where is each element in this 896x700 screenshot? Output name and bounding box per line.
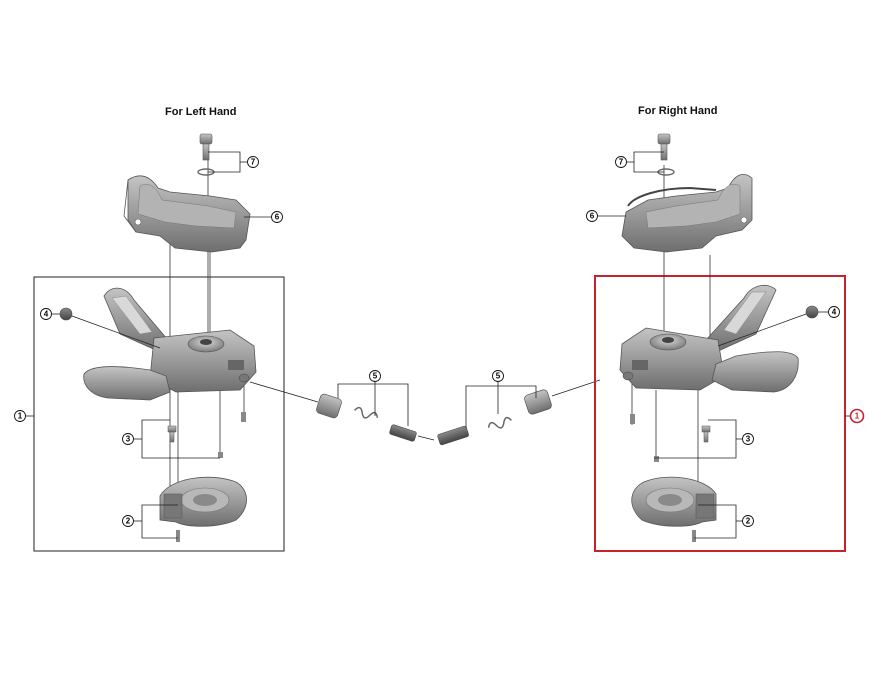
right-callout-lines (598, 151, 851, 539)
right-hand-assembly: 7 6 4 1 3 2 (586, 133, 865, 552)
left-shifter-body (83, 287, 257, 401)
left-screws-3 (167, 412, 246, 458)
svg-text:4: 4 (44, 310, 49, 319)
callout-7-right: 7 (615, 156, 627, 168)
left-screw-4 (59, 307, 161, 349)
right-mount-bolt (657, 133, 675, 176)
callout-5-right: 5 (492, 370, 504, 382)
svg-text:3: 3 (126, 435, 131, 444)
svg-text:7: 7 (619, 158, 624, 167)
svg-text:5: 5 (373, 372, 378, 381)
left-adjuster-barrel (316, 393, 417, 442)
callout-7-left: 7 (247, 156, 259, 168)
left-mount-bolt (197, 133, 215, 176)
svg-text:2: 2 (126, 517, 131, 526)
right-screw-4 (717, 305, 819, 347)
right-guide-lines (631, 165, 711, 500)
left-hand-assembly: 7 6 4 1 3 2 (14, 133, 285, 552)
svg-text:4: 4 (832, 308, 837, 317)
right-top-cover (621, 174, 753, 253)
callout-3-right: 3 (742, 433, 754, 445)
callout-5-left: 5 (369, 370, 381, 382)
svg-text:7: 7 (251, 158, 256, 167)
svg-text:2: 2 (746, 517, 751, 526)
callout-2-left: 2 (122, 515, 134, 527)
svg-text:6: 6 (590, 212, 595, 221)
left-callout-lines (26, 151, 271, 539)
left-top-cover (123, 175, 251, 253)
callout-1-right-highlighted[interactable]: 1 (849, 408, 865, 424)
right-screws-3 (630, 414, 711, 462)
right-shifter-body (619, 284, 799, 393)
right-assembly-frame-highlighted (594, 275, 846, 552)
callout-6-left: 6 (271, 211, 283, 223)
svg-text:1: 1 (855, 412, 860, 421)
right-bottom-cover (631, 476, 717, 542)
center-adjusters: 5 5 (249, 370, 601, 446)
left-bottom-cover (159, 476, 247, 542)
svg-text:1: 1 (18, 412, 23, 421)
svg-text:5: 5 (496, 372, 501, 381)
callout-4-left: 4 (40, 308, 52, 320)
right-adjuster-barrel (437, 389, 552, 446)
left-assembly-frame (33, 276, 285, 552)
right-hand-heading: For Right Hand (638, 105, 718, 117)
left-hand-heading: For Left Hand (165, 106, 237, 118)
svg-text:6: 6 (275, 213, 280, 222)
callout-4-right: 4 (828, 306, 840, 318)
callout-2-right: 2 (742, 515, 754, 527)
callout-6-right: 6 (586, 210, 598, 222)
callout-lines-5 (337, 381, 537, 428)
svg-text:3: 3 (746, 435, 751, 444)
callout-3-left: 3 (122, 433, 134, 445)
callout-1-left: 1 (14, 410, 26, 422)
